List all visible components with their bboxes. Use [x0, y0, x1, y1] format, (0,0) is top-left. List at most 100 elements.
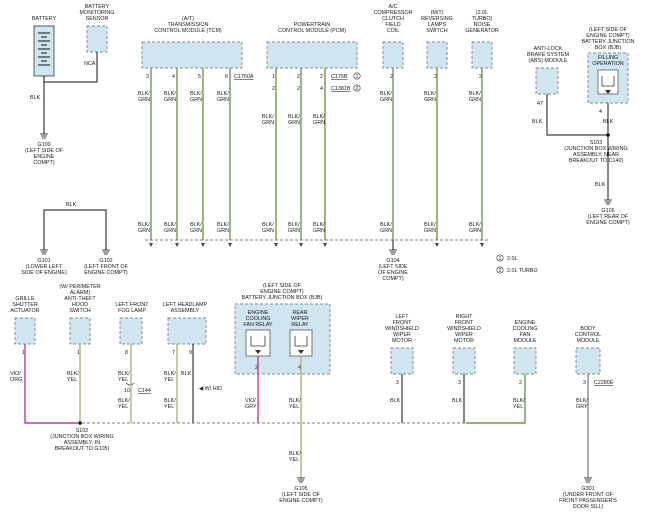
- rf-wiper-label: WINDSHIELD: [447, 326, 481, 332]
- svg-text:GRN: GRN: [380, 228, 392, 234]
- battery[interactable]: BATTERY: [32, 16, 57, 77]
- engine-cooling-fan-module[interactable]: ENGINE COOLING FAN MODULE 2: [513, 320, 538, 386]
- ground-g102: G102 (LEFT FRONT OF ENGINE COMPT): [84, 258, 129, 276]
- lf-wiper-label: LEFT: [395, 314, 409, 320]
- pcm-box: [266, 41, 358, 69]
- svg-text:BLK/: BLK/: [138, 222, 150, 228]
- abs-label: ANTI-LOCK: [534, 46, 563, 52]
- svg-text:GRN: GRN: [469, 97, 481, 103]
- svg-text:BLK/: BLK/: [469, 222, 481, 228]
- rf-wiper-label: RIGHT: [456, 314, 473, 320]
- hood-box: [69, 317, 91, 345]
- bjb-bottom-label: ENGINE COMPT): [260, 289, 304, 295]
- bjb-bottom-label: BATTERY JUNCTION BOX (BJB): [242, 295, 323, 301]
- grille-label: GRILLE: [15, 296, 35, 302]
- svg-text:ENGINE COMPT): ENGINE COMPT): [586, 220, 630, 226]
- headlamp-label: ASSEMBLY: [171, 308, 200, 314]
- svg-text:BLK/: BLK/: [164, 222, 176, 228]
- grille-shutter-actuator[interactable]: GRILLE SHUTTER ACTUATOR 1: [10, 296, 39, 356]
- arrow-down-icon: [255, 350, 261, 354]
- tcm-pin: 6: [225, 74, 228, 80]
- relay-icon: [250, 336, 266, 347]
- headlamp-box: [167, 317, 207, 345]
- rev-label: SWITCH: [426, 28, 447, 34]
- rev-pin: 2: [434, 74, 437, 80]
- connector-icon: [125, 382, 135, 386]
- tcm-box: [141, 41, 243, 69]
- reversing-lamps-switch[interactable]: (M/T) REVERSING LAMPS SWITCH 2: [421, 10, 453, 80]
- fan-module-label: MODULE: [513, 338, 536, 344]
- pcm-pin: 4: [320, 86, 323, 92]
- svg-text:BLK/: BLK/: [118, 398, 130, 404]
- svg-text:COMPT): COMPT): [33, 160, 54, 166]
- rf-wiper-label: FRONT: [455, 320, 474, 326]
- bjb-top-label: ENGINE COMPT): [586, 33, 630, 39]
- abs-module[interactable]: ANTI-LOCK BRAKE SYSTEM (ABS) MODULE 47: [527, 46, 569, 107]
- turbo-noise-generator[interactable]: (2.0L TURBO) NOISE GENERATOR 2: [465, 10, 499, 80]
- svg-text:GRY: GRY: [576, 404, 588, 410]
- svg-text:GRN: GRN: [313, 120, 325, 126]
- wiper-relay-label: REAR: [293, 310, 308, 316]
- grille-label: SHUTTER: [12, 302, 38, 308]
- grille-box: [14, 317, 36, 345]
- g100-wire-color: BLK: [30, 95, 41, 101]
- ground-symbol-icon: [40, 249, 110, 255]
- svg-text:YEL: YEL: [513, 404, 523, 410]
- bjb-top-pin: 4: [599, 109, 602, 115]
- battery-junction-box-top[interactable]: (LEFT SIDE OF ENGINE COMPT) BATTERY JUNC…: [581, 27, 634, 115]
- bms-label-2: MONITORING: [80, 10, 115, 16]
- body-control-module[interactable]: BODY CONTROL MODULE 3 C2280E: [575, 326, 614, 386]
- powertrain-control-module[interactable]: POWERTRAIN CONTROL MODULE (PCM) 1 2 2 2 …: [266, 22, 361, 92]
- svg-text:BLK/: BLK/: [190, 222, 202, 228]
- ground-g100: G100 (LEFT SIDE OF ENGINE COMPT): [25, 142, 64, 166]
- ac-compressor-clutch-coil[interactable]: A/C COMPRESSOR CLUTCH FIELD COIL 2: [374, 4, 413, 80]
- svg-text:BLK: BLK: [181, 371, 192, 377]
- legend-2-label: 2.0L TURBO: [507, 268, 538, 274]
- svg-text:GRN: GRN: [217, 97, 229, 103]
- left-front-wiper-motor[interactable]: LEFT FRONT WINDSHIELD WIPER MOTOR 3: [385, 314, 419, 386]
- legend-1-icon: [496, 254, 504, 262]
- fog-pin-mid: 10: [124, 388, 130, 394]
- left-front-fog-lamp[interactable]: LEFT FRONT FOG LAMP 8 10 C144: [115, 302, 150, 394]
- svg-text:YEL: YEL: [118, 404, 128, 410]
- arrow-down-icon: [298, 350, 304, 354]
- abs-label: (ABS) MODULE: [529, 58, 568, 64]
- headlamp-label: LEFT HEADLAMP: [163, 302, 208, 308]
- lf-wiper-label: WINDSHIELD: [385, 326, 419, 332]
- c175b-connector: C175B: [331, 74, 348, 80]
- svg-text:BLK/: BLK/: [217, 91, 229, 97]
- svg-text:BLK/: BLK/: [190, 91, 202, 97]
- svg-text:BLK/: BLK/: [118, 371, 130, 377]
- lf-wiper-label: FRONT: [393, 320, 412, 326]
- svg-text:BLK/: BLK/: [164, 371, 176, 377]
- fog-label: FOG LAMP: [118, 308, 146, 314]
- svg-text:YEL: YEL: [164, 404, 174, 410]
- svg-text:YEL: YEL: [289, 457, 299, 463]
- battery-monitoring-sensor[interactable]: BATTERY MONITORING SENSOR NCA: [80, 4, 115, 67]
- fan-module-box: [513, 347, 537, 375]
- svg-text:G105: G105: [294, 486, 307, 492]
- right-front-wiper-motor[interactable]: RIGHT FRONT WINDSHIELD WIPER MOTOR 3: [447, 314, 481, 386]
- anti-theft-hood-switch[interactable]: (W/ PERIMETER ALARM) ANTI-THEFT HOOD SWI…: [59, 284, 100, 356]
- svg-text:BREAKOUT TO G105): BREAKOUT TO G105): [55, 446, 110, 452]
- bottom-ground-bus-wires: [24, 344, 589, 478]
- left-headlamp-assembly[interactable]: LEFT HEADLAMP ASSEMBLY 7 9 ◀ W/ HID: [163, 302, 222, 392]
- svg-text:(LEFT SIDE OF: (LEFT SIDE OF: [282, 492, 321, 498]
- pcm-pin: 2: [320, 74, 323, 80]
- svg-text:BLK: BLK: [452, 398, 463, 404]
- filling-label: FILLING: [598, 55, 618, 61]
- fog-box: [119, 317, 143, 345]
- ground-symbol-icon: [604, 199, 612, 205]
- battery-junction-box-bottom[interactable]: (LEFT SIDE OF ENGINE COMPT) BATTERY JUNC…: [234, 283, 331, 375]
- svg-text:BREAKOUT TO C140): BREAKOUT TO C140): [569, 158, 624, 164]
- rf-wiper-label: WIPER: [455, 332, 473, 338]
- svg-text:BLK/: BLK/: [424, 222, 436, 228]
- wire-color-labels-bottom: VIO/ORG BLK/YEL BLK/YEL BLK/YEL BLK/YEL …: [10, 371, 588, 463]
- svg-text:COMPT): COMPT): [382, 276, 403, 282]
- bcm-label: MODULE: [576, 338, 599, 344]
- fog-label: LEFT FRONT: [115, 302, 149, 308]
- fog-pin: 8: [125, 350, 128, 356]
- transmission-control-module[interactable]: (A/T) TRANSMISSION CONTROL MODULE (TCM) …: [141, 16, 254, 80]
- svg-text:GRN: GRN: [217, 228, 229, 234]
- fan-module-label: COOLING: [513, 326, 538, 332]
